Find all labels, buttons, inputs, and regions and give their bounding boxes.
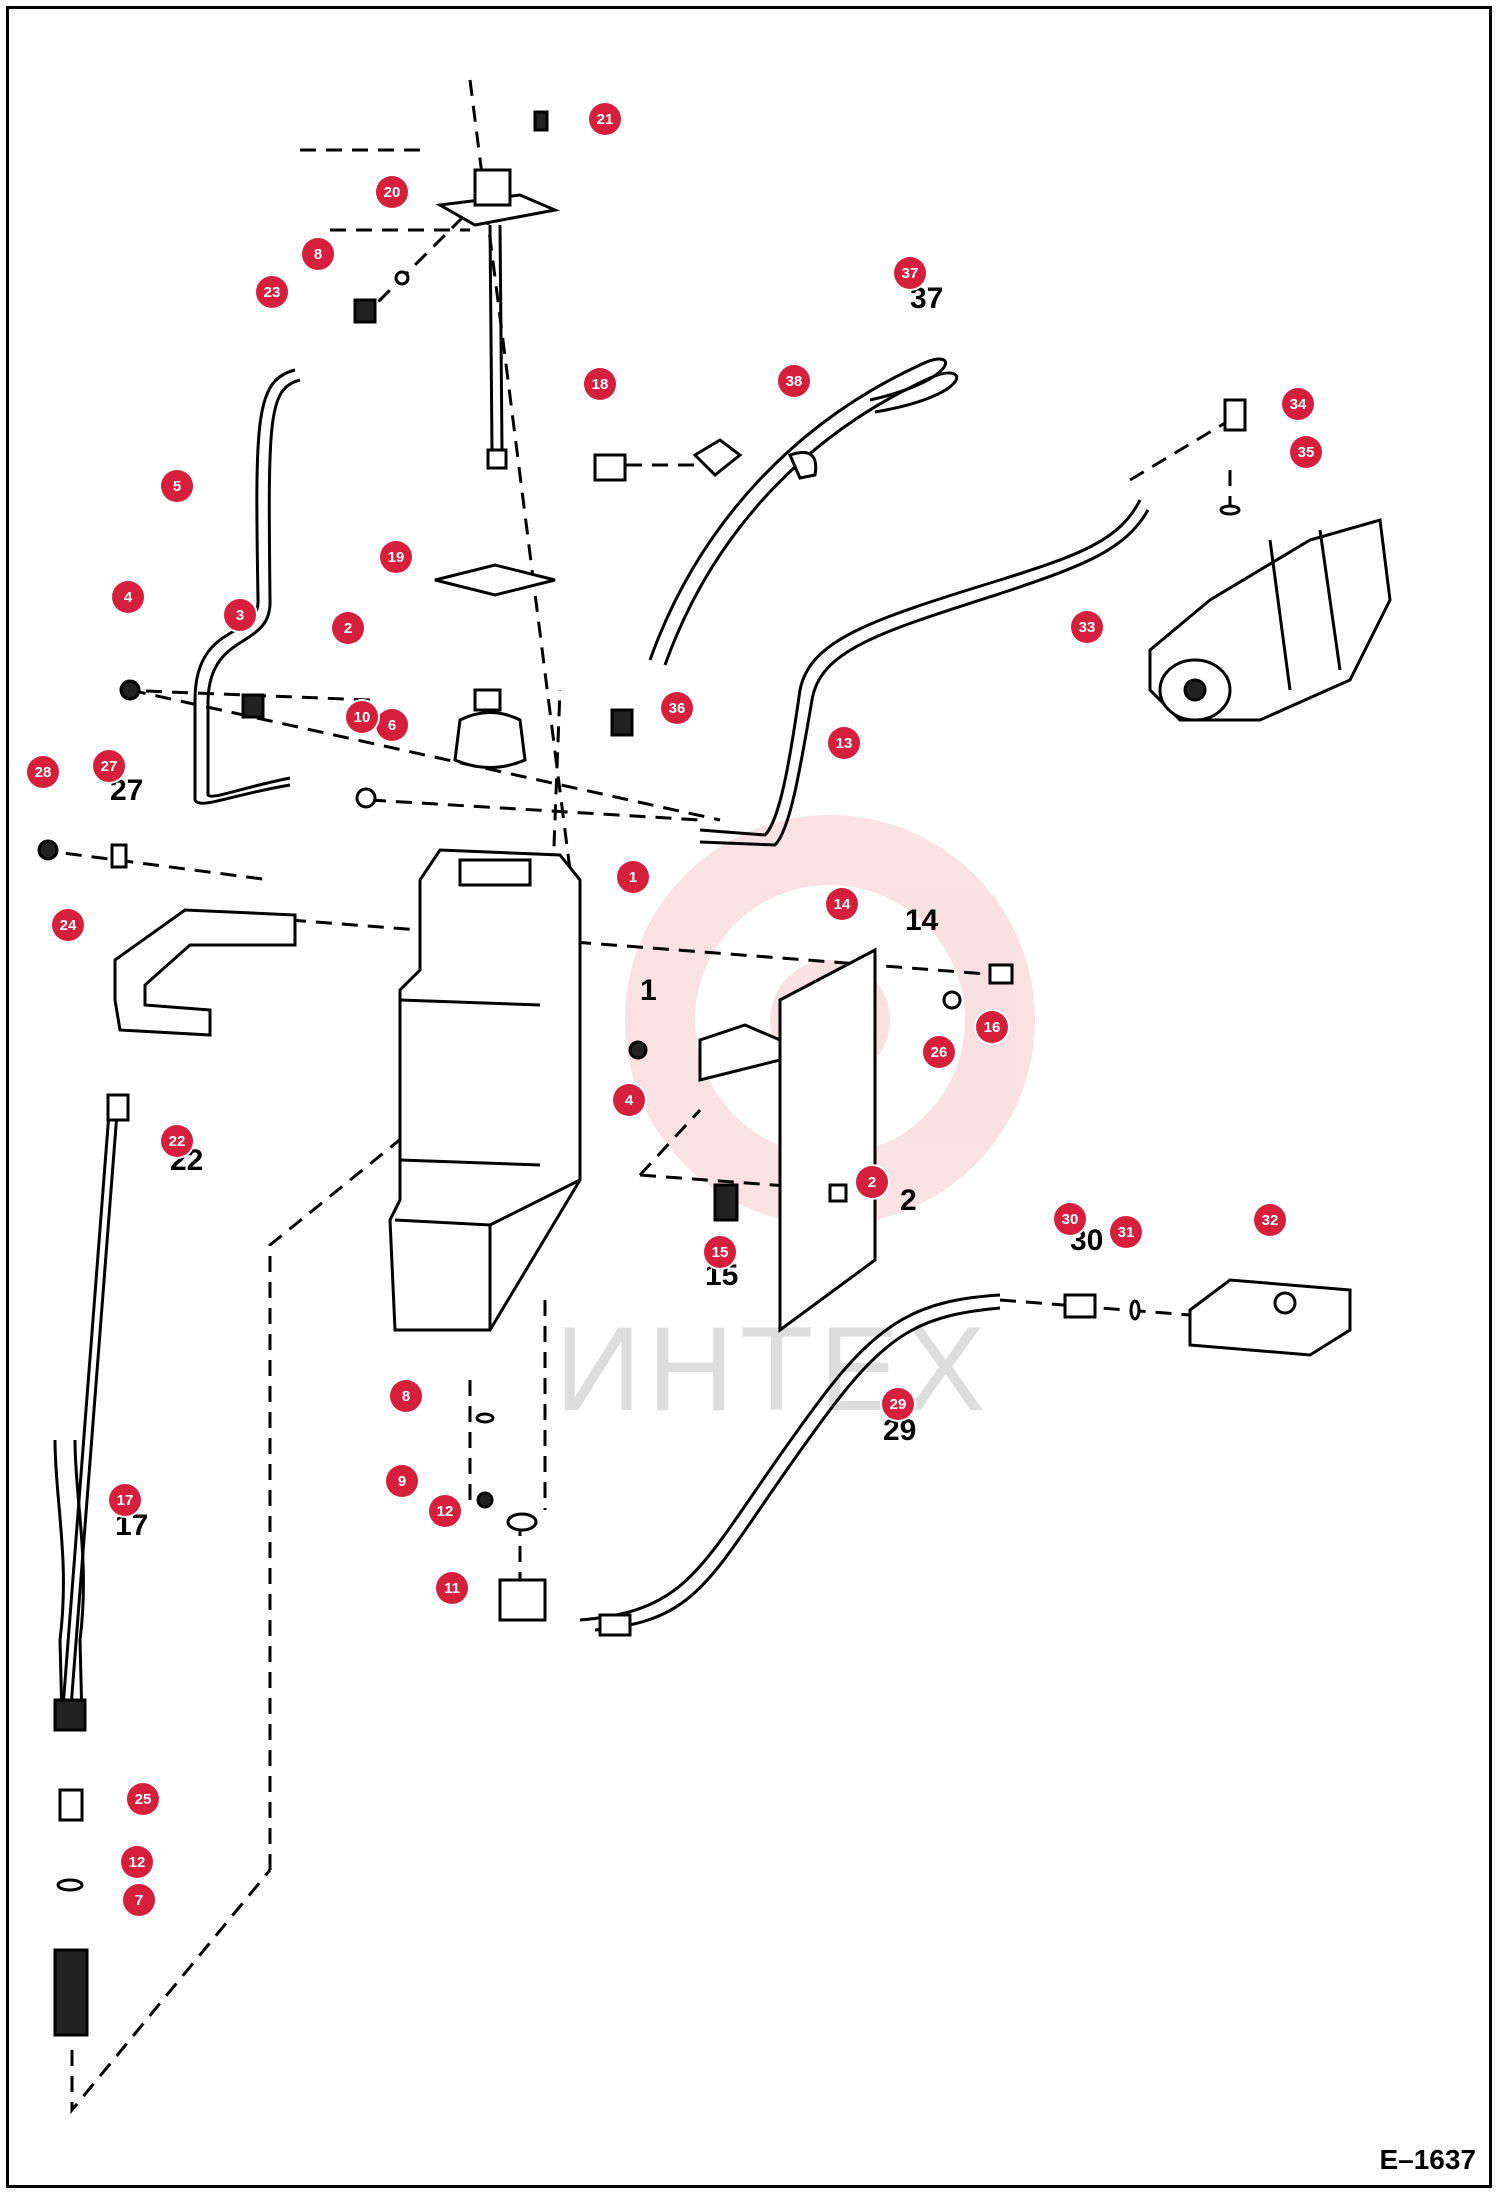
callout-marker-17[interactable]: 17 <box>109 1484 141 1516</box>
return-tube <box>193 368 301 805</box>
callout-marker-26[interactable]: 26 <box>923 1036 955 1068</box>
callout-marker-5[interactable]: 5 <box>161 470 193 502</box>
callout-marker-38[interactable]: 38 <box>778 365 810 397</box>
callout-marker-18[interactable]: 18 <box>584 368 616 400</box>
callout-marker-33[interactable]: 33 <box>1071 611 1103 643</box>
callout-marker-4[interactable]: 4 <box>112 581 144 613</box>
callout-marker-29[interactable]: 29 <box>882 1388 914 1420</box>
callout-marker-8[interactable]: 8 <box>390 1380 422 1412</box>
hydraulic-pump <box>1148 518 1392 722</box>
vent-fittings <box>593 438 818 482</box>
case-drain-tube <box>699 499 1150 847</box>
small-fittings <box>37 110 1247 1532</box>
callout-marker-15[interactable]: 15 <box>704 1236 736 1268</box>
callout-marker-3[interactable]: 3 <box>224 599 256 631</box>
breather <box>453 688 527 769</box>
fill-tube-assembly <box>53 1093 130 2037</box>
callout-marker-11[interactable]: 11 <box>436 1572 468 1604</box>
sender-unit <box>435 168 561 470</box>
tank-bracket <box>113 908 297 1037</box>
callout-marker-7[interactable]: 7 <box>123 1884 155 1916</box>
diagram-frame <box>6 6 1492 2188</box>
callout-marker-10[interactable]: 10 <box>346 701 378 733</box>
callout-marker-35[interactable]: 35 <box>1290 436 1322 468</box>
callout-marker-28[interactable]: 28 <box>27 756 59 788</box>
callout-marker-21[interactable]: 21 <box>589 103 621 135</box>
callout-marker-13[interactable]: 13 <box>828 727 860 759</box>
callout-marker-37[interactable]: 37 <box>894 257 926 289</box>
svg-text:1: 1 <box>640 974 657 1007</box>
fitting-block <box>1188 1278 1352 1357</box>
callout-marker-25[interactable]: 25 <box>127 1783 159 1815</box>
figure-code: E–1637 <box>1379 2144 1476 2175</box>
callout-marker-27[interactable]: 27 <box>93 750 125 782</box>
shield-plate <box>698 947 877 1333</box>
callout-marker-12[interactable]: 12 <box>121 1846 153 1878</box>
callout-marker-12[interactable]: 12 <box>429 1495 461 1527</box>
suction-hose <box>498 1293 1001 1637</box>
callout-marker-30[interactable]: 30 <box>1054 1203 1086 1235</box>
callout-marker-23[interactable]: 23 <box>256 276 288 308</box>
vent-hose <box>648 357 959 666</box>
callout-marker-36[interactable]: 36 <box>661 692 693 724</box>
callout-marker-8[interactable]: 8 <box>302 238 334 270</box>
callout-marker-4[interactable]: 4 <box>613 1084 645 1116</box>
hydraulic-tank <box>388 848 582 1332</box>
svg-text:14: 14 <box>905 904 939 937</box>
callout-marker-32[interactable]: 32 <box>1254 1204 1286 1236</box>
watermark-text: ИНТЕХ <box>555 1302 992 1436</box>
callout-marker-24[interactable]: 24 <box>52 909 84 941</box>
gasket <box>434 563 556 597</box>
callout-marker-6[interactable]: 6 <box>376 709 408 741</box>
callout-marker-31[interactable]: 31 <box>1110 1216 1142 1248</box>
callout-marker-14[interactable]: 14 <box>826 888 858 920</box>
callout-marker-34[interactable]: 34 <box>1282 388 1314 420</box>
callout-marker-16[interactable]: 16 <box>976 1011 1008 1043</box>
callout-marker-22[interactable]: 22 <box>161 1125 193 1157</box>
callout-marker-20[interactable]: 20 <box>376 176 408 208</box>
svg-text:2: 2 <box>900 1184 917 1217</box>
callout-marker-2[interactable]: 2 <box>856 1166 888 1198</box>
callout-marker-9[interactable]: 9 <box>386 1465 418 1497</box>
callout-marker-19[interactable]: 19 <box>380 541 412 573</box>
callout-marker-2[interactable]: 2 <box>332 612 364 644</box>
callout-marker-1[interactable]: 1 <box>617 861 649 893</box>
